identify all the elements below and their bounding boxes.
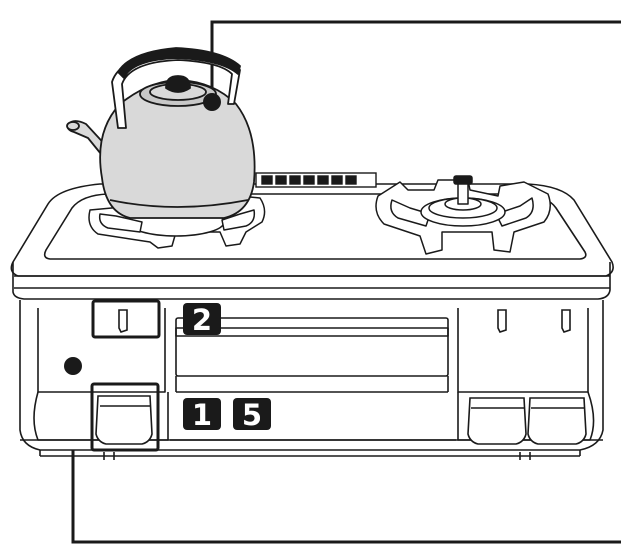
front-panel-callout-dot <box>64 357 82 375</box>
kettle-callout-line <box>212 22 621 102</box>
badge-1-label: 1 <box>192 398 212 432</box>
right-lever-1 <box>498 310 506 332</box>
right-knob-1 <box>468 398 526 444</box>
badge-2-label: 2 <box>192 303 212 337</box>
badge-5: 5 <box>233 398 271 432</box>
badge-5-label: 5 <box>242 398 262 432</box>
kettle-callout-dot <box>203 93 221 111</box>
right-knob-2 <box>528 398 586 444</box>
right-lever-2 <box>562 310 570 332</box>
badge-2: 2 <box>183 303 221 337</box>
kettle-lid-knob <box>166 76 190 92</box>
top-vent <box>256 173 376 187</box>
badge-1: 1 <box>183 398 221 432</box>
kettle-handle-grip <box>118 48 240 78</box>
left-lever <box>119 310 127 332</box>
